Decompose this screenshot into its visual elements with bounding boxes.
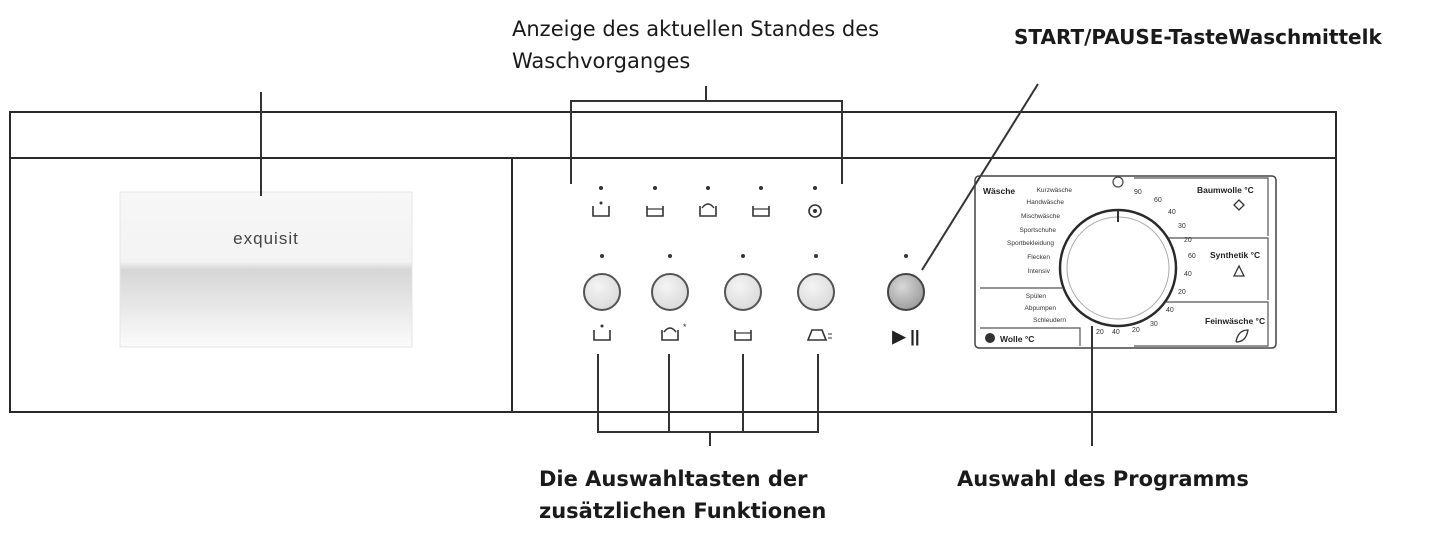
led-spin — [759, 186, 763, 190]
play-pause-icon: ▶ || — [891, 327, 919, 346]
led-start-pause — [904, 254, 908, 258]
status-bracket — [570, 86, 843, 184]
group-waesche: Wäsche — [983, 186, 1015, 196]
program-kurzwaesche: Kurzwäsche — [1037, 187, 1073, 194]
led-easy-iron-button — [814, 254, 818, 258]
extra-functions-label-line2: zusätzlichen Funktionen — [539, 499, 827, 523]
temp-wolle-20: 20 — [1096, 329, 1104, 336]
group-feinwaesche: Feinwäsche °C — [1205, 316, 1265, 326]
rinse-plus-icon — [661, 330, 679, 341]
spin-status-icon — [752, 206, 770, 217]
synthetic-icon — [1232, 264, 1246, 277]
easy-iron-button[interactable] — [797, 273, 835, 311]
program-selection-label: Auswahl des Programms — [957, 467, 1249, 491]
status-indicators — [592, 186, 822, 218]
easy-iron-icon — [806, 329, 828, 341]
temp-synthetik-60: 60 — [1188, 253, 1196, 260]
panel-frame — [9, 111, 1337, 413]
delicate-icon — [1235, 329, 1249, 343]
temp-synthetik-20: 20 — [1178, 289, 1186, 296]
temp-fein-20: 20 — [1132, 327, 1140, 334]
led-prewash — [599, 186, 603, 190]
program-handwaesche: Handwäsche — [1026, 199, 1064, 206]
program-sportbekleidung: Sportbekleidung — [1007, 240, 1054, 247]
temp-baumwolle-30: 30 — [1178, 223, 1186, 230]
brand-logo-text: exquisit — [233, 229, 299, 248]
group-wolle: Wolle °C — [1000, 334, 1034, 344]
cotton-icon — [1233, 199, 1245, 211]
detergent-label: Waschmittelk — [1228, 25, 1382, 49]
temp-fein-40: 40 — [1166, 307, 1174, 314]
program-intensiv: Intensiv — [1028, 268, 1051, 275]
led-end — [813, 186, 817, 190]
status-display-label-line1: Anzeige des aktuellen Standes des — [512, 17, 880, 41]
start-pause-callout-line — [921, 83, 1039, 271]
program-dial-area: Wäsche Baumwolle °C Synthetik °C Feinwäs… — [974, 175, 1277, 349]
program-schleudern: Schleudern — [1033, 317, 1066, 324]
button-leds — [600, 254, 908, 258]
end-status-icon — [808, 204, 822, 218]
led-wash — [653, 186, 657, 190]
intensive-button[interactable] — [724, 273, 762, 311]
prewash-icon — [593, 330, 611, 341]
temp-baumwolle-60: 60 — [1154, 197, 1162, 204]
program-flecken: Flecken — [1027, 254, 1050, 261]
led-rinse-plus-button — [668, 254, 672, 258]
start-pause-label: START/PAUSE-TasteWaschmittelk — [1014, 25, 1382, 49]
program-sportschuhe: Sportschuhe — [1020, 227, 1057, 234]
program-abpumpen: Abpumpen — [1025, 305, 1057, 312]
wool-icon — [985, 333, 995, 343]
led-prewash-button — [600, 254, 604, 258]
extra-functions-label-line1: Die Auswahltasten der — [539, 467, 808, 491]
temp-wolle-40: 40 — [1112, 329, 1120, 336]
program-dial-knob[interactable] — [1058, 208, 1178, 328]
status-display-label-line2: Waschvorganges — [512, 49, 691, 73]
temp-fein-30: 30 — [1150, 321, 1158, 328]
rinse-plus-button[interactable] — [651, 273, 689, 311]
dial-off-marker — [1112, 176, 1124, 188]
program-mischwaesche: Mischwäsche — [1021, 213, 1060, 220]
temp-synthetik-40: 40 — [1184, 271, 1192, 278]
temp-baumwolle-20: 20 — [1184, 237, 1192, 244]
group-synthetik: Synthetik °C — [1210, 250, 1260, 260]
temp-baumwolle-40: 40 — [1168, 209, 1176, 216]
temp-baumwolle-90: 90 — [1134, 189, 1142, 196]
rinse-status-icon — [699, 206, 717, 217]
svg-text:*: * — [683, 322, 687, 332]
led-rinse — [706, 186, 710, 190]
led-intensive-button — [741, 254, 745, 258]
detergent-drawer[interactable]: exquisit — [119, 191, 413, 348]
wash-status-icon — [646, 206, 664, 217]
start-pause-button[interactable] — [887, 273, 925, 311]
prewash-button[interactable] — [583, 273, 621, 311]
extra-functions-bracket — [597, 354, 819, 446]
program-spuelen: Spülen — [1026, 293, 1047, 300]
intensive-icon — [734, 330, 752, 341]
group-baumwolle: Baumwolle °C — [1197, 185, 1254, 195]
prewash-status-icon — [592, 206, 610, 217]
